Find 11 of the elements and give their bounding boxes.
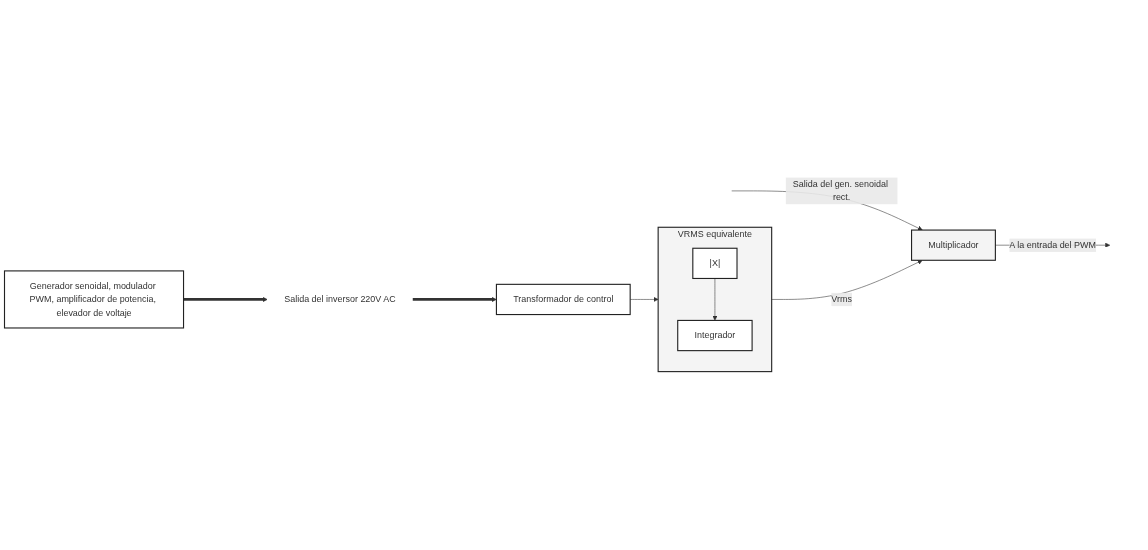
node-box: Transformador de control [495,284,631,316]
edge-label: Vrms [831,294,852,305]
arrow [183,297,268,303]
arrow [412,297,497,303]
edge-label: Salida del gen. senoidal rect. [792,179,888,203]
node-box: |X| [692,248,738,280]
node-box: Generador senoidal, modulador PWM, amplificador de potencia, elevador de voltaje [3,270,185,329]
node-box: Integrador [677,320,753,352]
edge-label: A la entrada del PWM [1009,240,1096,251]
node-box: Multiplicador [911,229,996,262]
node-text: Salida del inversor 220V AC [284,294,396,305]
